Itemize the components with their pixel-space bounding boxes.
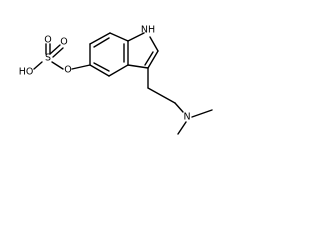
bond-o-s <box>51 61 64 70</box>
bond-c5-o <box>71 64 91 70</box>
bond-c2-c3-double <box>144 51 154 66</box>
bond-n-me1 <box>177 121 187 135</box>
bond-s-o-top2-b <box>52 47 64 58</box>
bond-c3-c3a <box>127 64 149 69</box>
bond-c7a-c7 <box>109 32 129 42</box>
bond-n-me2 <box>191 109 213 118</box>
bond-c7-c6 <box>89 32 111 45</box>
bond-s-oh <box>33 61 43 70</box>
atom-s-label: S <box>45 53 51 64</box>
atom-nh-label: NH <box>141 25 155 36</box>
molecule-structure: NH O S O O HO N <box>19 25 213 135</box>
bond-c5-c4-double <box>93 62 110 72</box>
atom-o-top2-label: O <box>60 37 67 48</box>
bond-c7a-n1 <box>127 32 145 42</box>
atom-n-amine-label: N <box>183 112 190 123</box>
atom-labels: NH O S O O HO N <box>19 25 191 123</box>
bond-ca-cb <box>147 87 176 104</box>
atom-o-phenol-label: O <box>64 65 71 76</box>
bond-s-o-top2-a <box>49 44 61 55</box>
bond-c2-c3 <box>147 50 159 69</box>
atom-o-top1-label: O <box>44 35 51 46</box>
bond-c7-c6-double <box>93 37 110 48</box>
bond-c5-c4 <box>89 64 110 77</box>
bond-group <box>33 32 213 135</box>
atom-oh-label: HO <box>19 67 34 78</box>
bond-n1-c2 <box>149 36 159 52</box>
bond-cb-n <box>174 102 184 113</box>
bond-c4-c3a <box>108 64 129 77</box>
